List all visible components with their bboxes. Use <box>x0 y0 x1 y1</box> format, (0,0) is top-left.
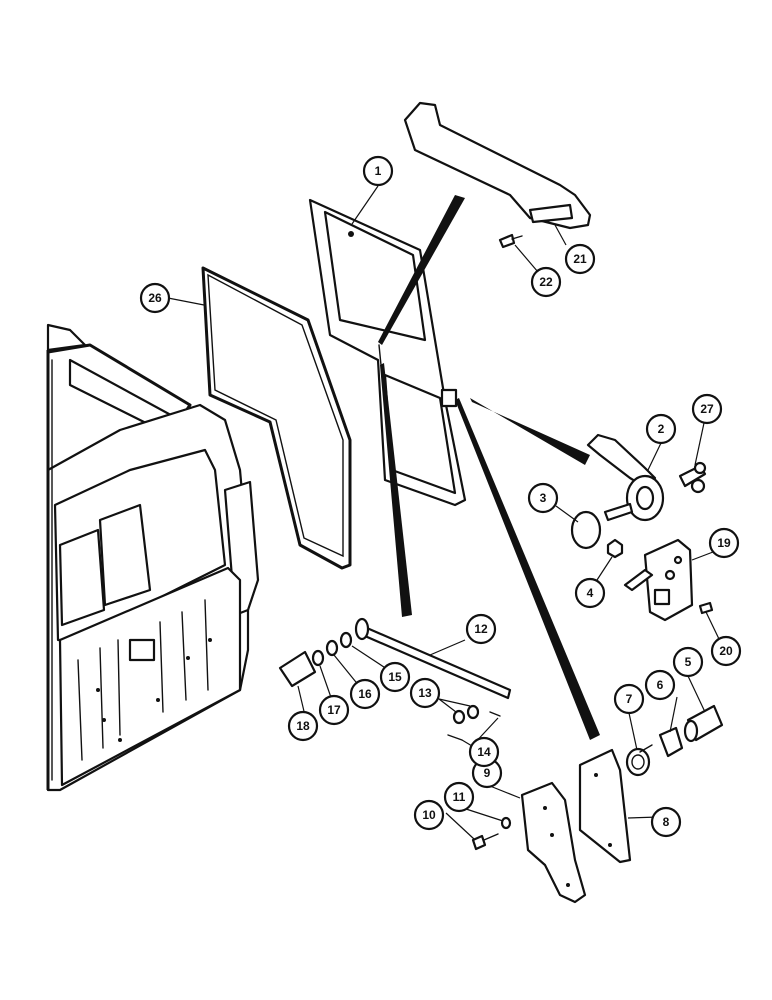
bolt-20-part <box>698 601 714 615</box>
callout-10: 10 <box>413 799 445 831</box>
svg-text:14: 14 <box>477 745 491 759</box>
nut-15-part <box>339 631 353 649</box>
callout-4: 4 <box>574 577 606 609</box>
callout-20: 20 <box>710 635 742 667</box>
callout-14: 14 <box>468 736 500 768</box>
callout-13: 13 <box>409 677 441 709</box>
svg-text:5: 5 <box>685 655 692 669</box>
washer-13b-part <box>466 704 480 720</box>
svg-text:12: 12 <box>474 622 488 636</box>
svg-text:11: 11 <box>453 790 466 804</box>
svg-text:15: 15 <box>388 670 402 684</box>
mounting-plate-8 <box>578 748 632 864</box>
svg-text:1: 1 <box>375 164 382 178</box>
pin-14b-part <box>489 711 501 717</box>
pin-14a-part <box>447 734 463 741</box>
callout-5: 5 <box>672 646 704 678</box>
washer-13a-part <box>452 709 466 725</box>
callout-15: 15 <box>379 661 411 693</box>
svg-text:4: 4 <box>587 586 594 600</box>
latch-rod <box>354 617 512 700</box>
leader-lines <box>167 185 720 840</box>
washer-6-part <box>658 726 684 758</box>
callout-17: 17 <box>318 694 350 726</box>
svg-text:9: 9 <box>484 766 491 780</box>
svg-text:8: 8 <box>663 815 670 829</box>
svg-text:2: 2 <box>658 422 665 436</box>
callout-12: 12 <box>465 613 497 645</box>
callout-21: 21 <box>564 243 596 275</box>
callout-3: 3 <box>527 482 559 514</box>
callout-16: 16 <box>349 678 381 710</box>
bolt-22-part <box>498 233 523 249</box>
svg-text:27: 27 <box>700 402 714 416</box>
outside-handle <box>586 433 665 522</box>
svg-text:17: 17 <box>327 703 341 717</box>
callout-7: 7 <box>613 683 645 715</box>
washer-16-part <box>325 639 339 657</box>
door-frame <box>308 198 467 507</box>
door-seal <box>201 266 352 570</box>
svg-text:13: 13 <box>418 686 432 700</box>
svg-text:3: 3 <box>540 491 547 505</box>
svg-text:7: 7 <box>626 692 633 706</box>
svg-text:20: 20 <box>719 644 733 658</box>
callout-6: 6 <box>644 669 676 701</box>
spring-7-part <box>625 744 653 777</box>
mounting-plate-9 <box>520 781 587 904</box>
roller-5-part <box>683 704 724 743</box>
callout-2: 2 <box>645 413 677 445</box>
knob-18-part <box>278 650 317 688</box>
nut-11-part <box>500 816 512 830</box>
cab-frame <box>46 323 260 792</box>
grab-handle <box>403 101 592 230</box>
callout-19: 19 <box>708 527 740 559</box>
svg-text:21: 21 <box>573 252 587 266</box>
svg-text:26: 26 <box>148 291 162 305</box>
svg-text:22: 22 <box>539 275 553 289</box>
bolt-10-part <box>471 833 499 851</box>
svg-text:16: 16 <box>358 687 372 701</box>
svg-text:19: 19 <box>717 536 731 550</box>
door-latch <box>623 538 694 622</box>
svg-text:18: 18 <box>296 719 310 733</box>
explosion-lines <box>378 195 600 740</box>
callout-22: 22 <box>530 266 562 298</box>
callout-18: 18 <box>287 710 319 742</box>
callout-27: 27 <box>691 393 723 425</box>
nut-4-part <box>606 538 624 559</box>
callout-8: 8 <box>650 806 682 838</box>
svg-text:6: 6 <box>657 678 664 692</box>
callout-26: 26 <box>139 282 171 314</box>
washer-17-part <box>311 649 325 667</box>
key-27-part <box>678 461 707 494</box>
svg-text:10: 10 <box>422 808 436 822</box>
callout-1: 1 <box>362 155 394 187</box>
washer-3-part <box>570 510 602 550</box>
callout-11: 11 <box>443 781 475 813</box>
